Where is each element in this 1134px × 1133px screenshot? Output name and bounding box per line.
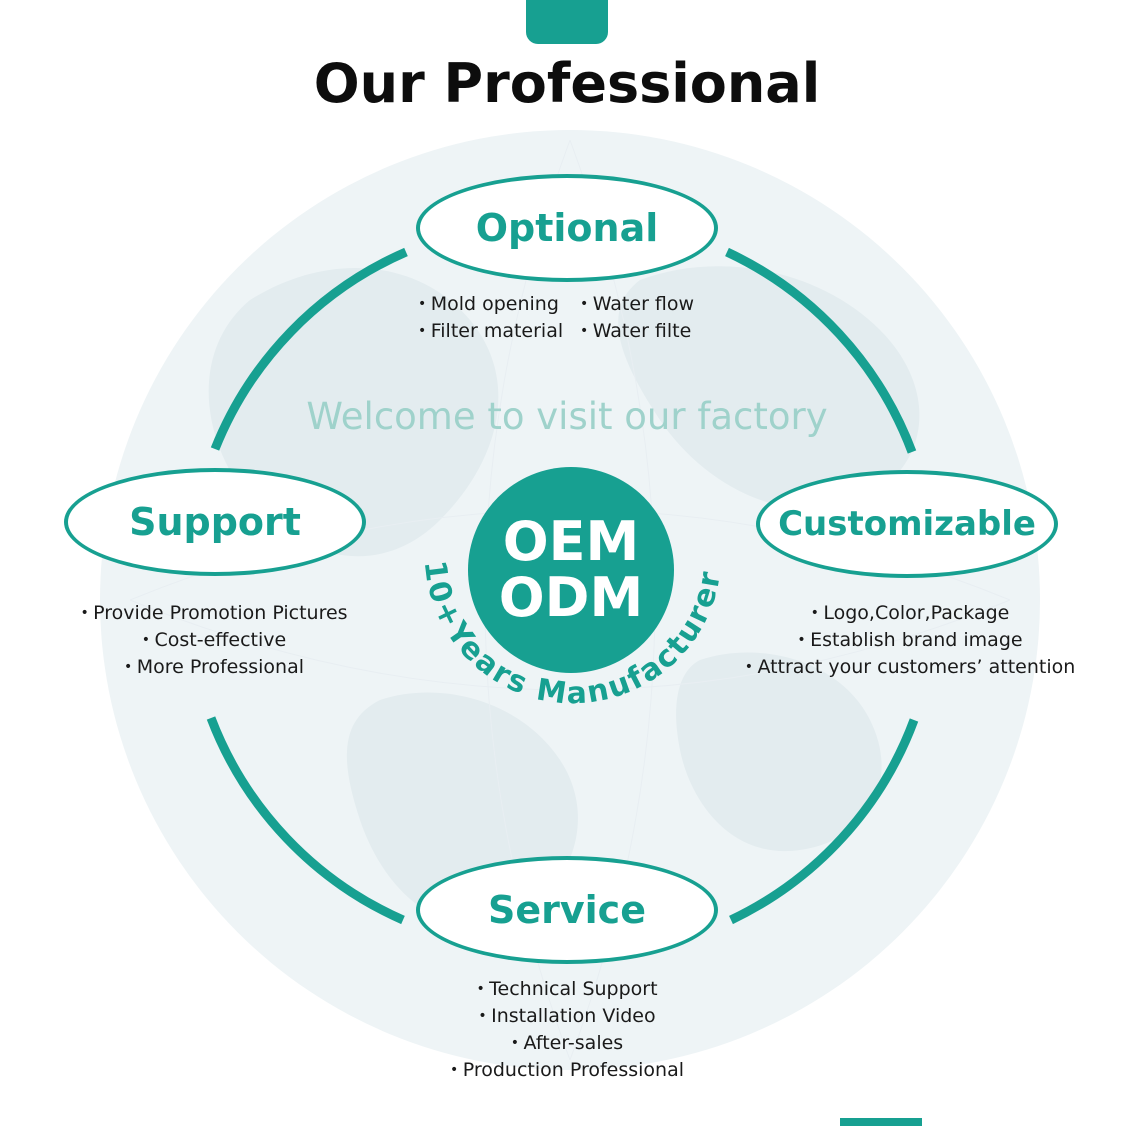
center-line-oem: OEM xyxy=(502,510,640,573)
list-item: Production Professional xyxy=(417,1057,717,1084)
list-item: Installation Video xyxy=(417,1003,717,1030)
center-badge: OEM ODM xyxy=(468,467,674,673)
list-item: Mold opening xyxy=(418,292,580,317)
list-item: Establish brand image xyxy=(720,627,1100,654)
list-item: Attract your customers’ attention xyxy=(720,654,1100,681)
list-item: Water filte xyxy=(580,319,718,344)
node-customizable-list: Logo,Color,Package Establish brand image… xyxy=(720,600,1100,681)
ring-arc-bottom-right xyxy=(729,718,919,925)
node-service-label: Service xyxy=(488,888,646,932)
list-item: Water flow xyxy=(580,292,718,317)
ring-arc-top-left xyxy=(210,247,408,451)
list-item: Filter material xyxy=(418,319,580,344)
node-support-label: Support xyxy=(129,500,301,544)
center-line-odm: ODM xyxy=(498,566,644,629)
top-accent-tab xyxy=(526,0,608,44)
ring-arc-bottom-left xyxy=(206,716,405,925)
node-service-list: Technical Support Installation Video Aft… xyxy=(417,976,717,1084)
list-item: More Professional xyxy=(44,654,384,681)
node-support: Support xyxy=(64,468,366,576)
node-customizable: Customizable xyxy=(756,470,1058,578)
list-item: Logo,Color,Package xyxy=(720,600,1100,627)
node-customizable-label: Customizable xyxy=(778,504,1036,544)
bottom-accent-bar xyxy=(840,1118,922,1126)
list-item: After-sales xyxy=(417,1030,717,1057)
page-title: Our Professional xyxy=(313,52,821,115)
ring-arc-top-right xyxy=(725,247,917,454)
node-optional: Optional xyxy=(416,174,718,282)
welcome-text: Welcome to visit our factory xyxy=(306,395,828,438)
node-optional-label: Optional xyxy=(475,206,659,250)
list-item: Cost-effective xyxy=(44,627,384,654)
node-service: Service xyxy=(416,856,718,964)
node-support-list: Provide Promotion Pictures Cost-effectiv… xyxy=(44,600,384,681)
node-optional-list: Mold opening Water flow Filter material … xyxy=(418,292,718,344)
list-item: Technical Support xyxy=(417,976,717,1003)
list-item: Provide Promotion Pictures xyxy=(44,600,384,627)
